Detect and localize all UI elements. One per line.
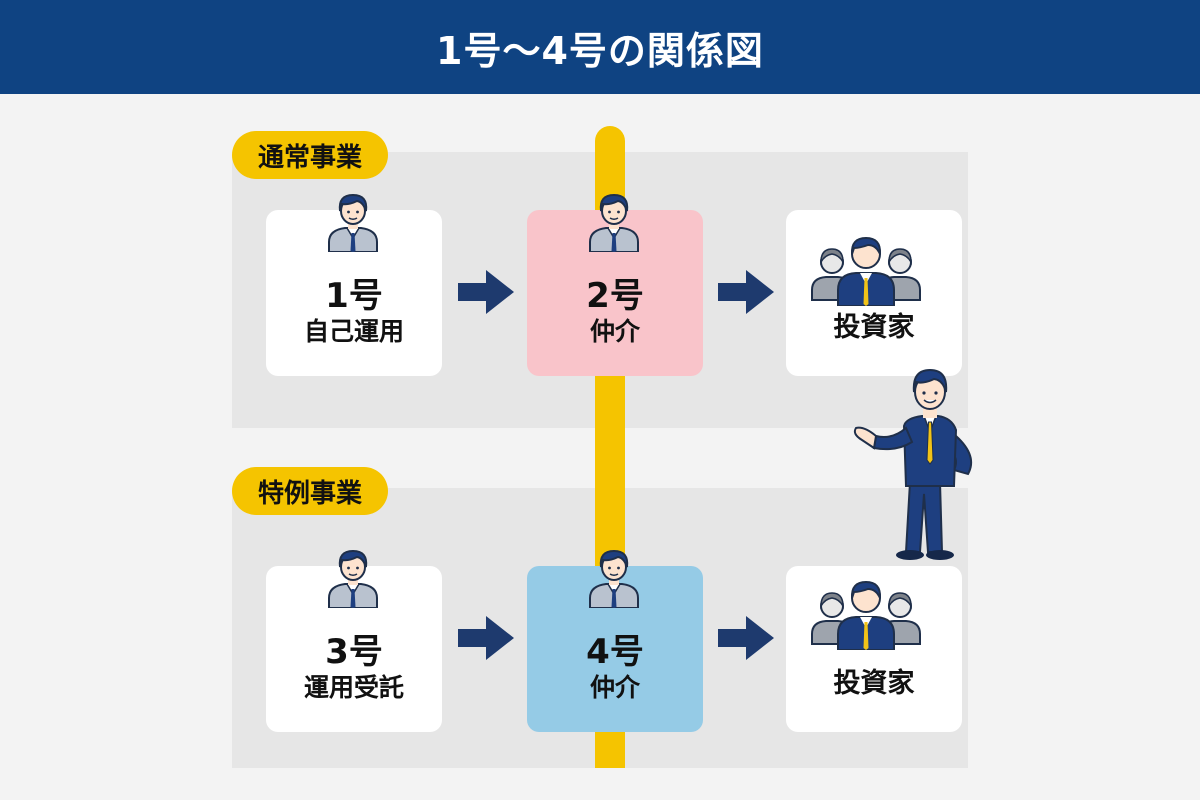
investor-group-icon [808,570,924,650]
page-title: 1号〜4号の関係図 [0,0,1200,94]
investor-top-label: 投資家 [833,312,915,344]
right-arrow-icon [718,616,774,660]
investor-group-icon [808,226,924,306]
card-type-2-number: 2号 [586,276,644,317]
card-type-2-label: 仲介 [589,317,640,347]
investor-bottom-label: 投資家 [833,668,915,700]
section-label-regular: 通常事業 [232,131,389,179]
card-type-3-number: 3号 [325,632,383,673]
right-arrow-icon [718,270,774,314]
section-label-special: 特例事業 [232,467,389,515]
right-arrow-icon [458,270,514,314]
businessman-icon [323,546,383,608]
businessman-icon [584,546,644,608]
card-type-1-label: 自己運用 [303,317,404,347]
card-type-2: 2号 仲介 [527,210,703,376]
card-type-3-label: 運用受託 [303,673,404,703]
presenter-businessman-icon [853,368,972,560]
businessman-icon [323,190,383,252]
card-type-1-number: 1号 [325,276,383,317]
card-type-4-number: 4号 [586,632,644,673]
right-arrow-icon [458,616,514,660]
card-type-3: 3号 運用受託 [266,566,442,732]
businessman-icon [584,190,644,252]
card-type-4-label: 仲介 [589,673,640,703]
